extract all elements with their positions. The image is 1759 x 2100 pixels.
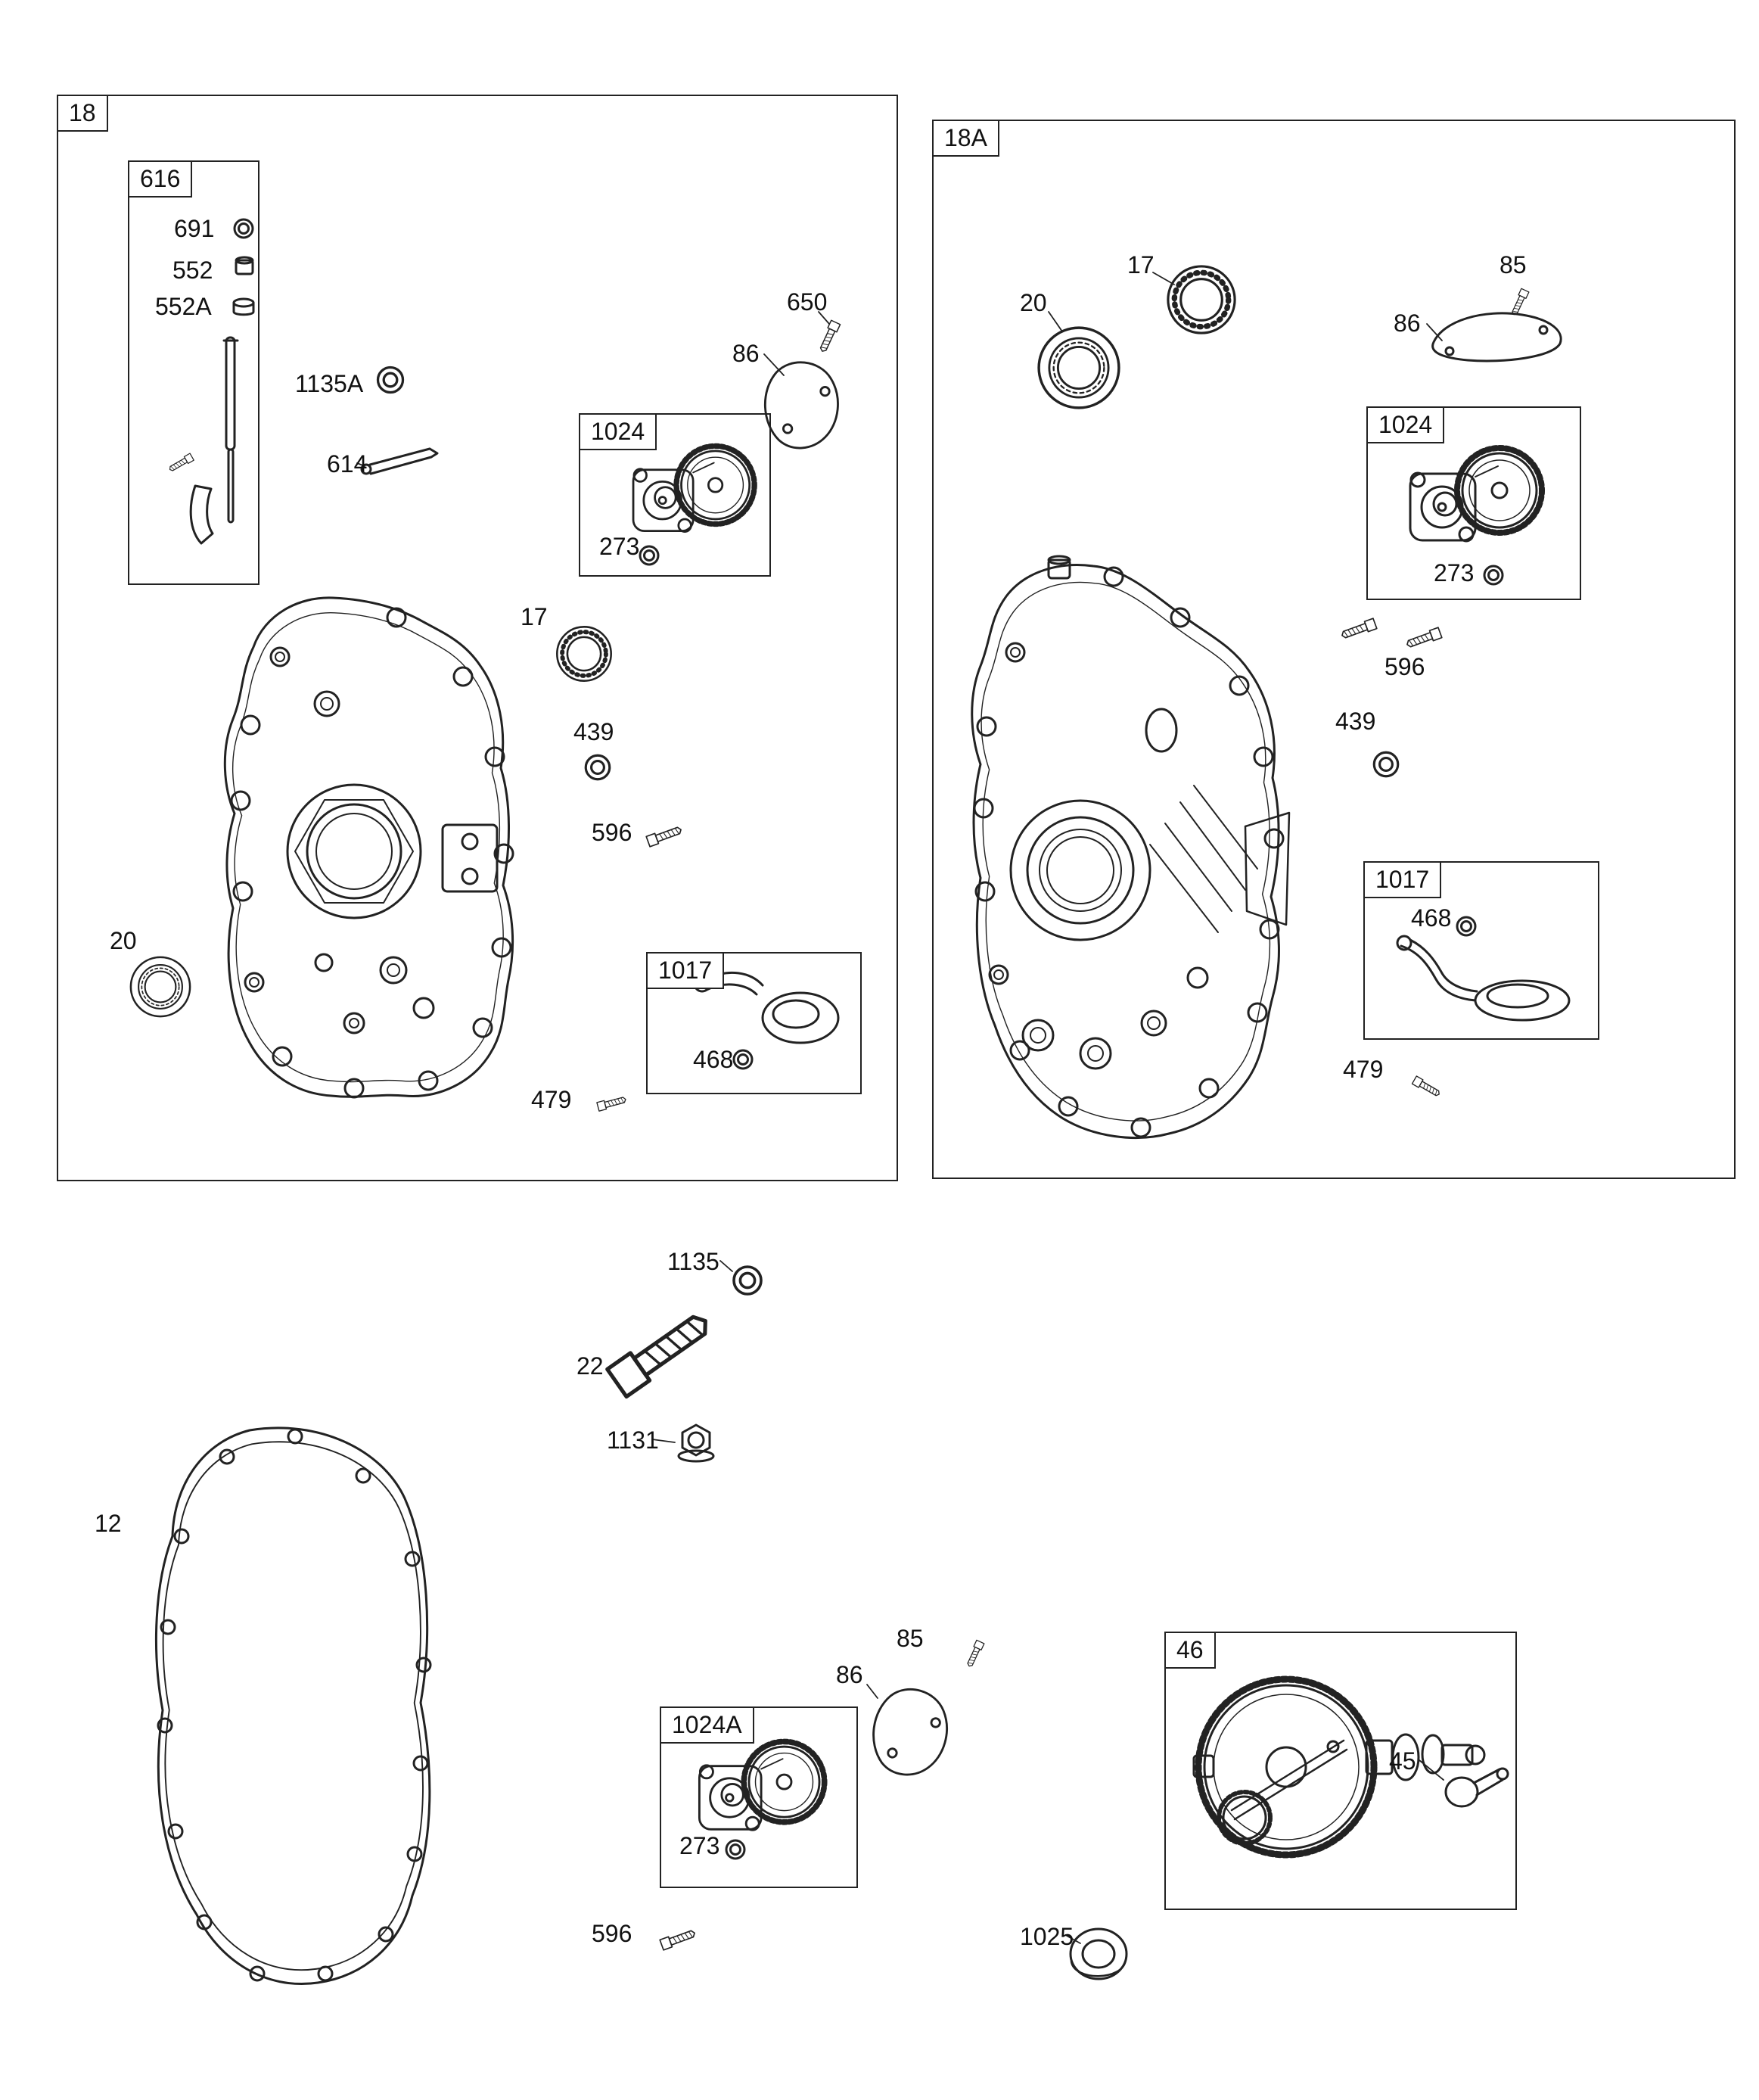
callout-12: 12 xyxy=(95,1510,122,1537)
callout-552: 552 xyxy=(172,257,213,284)
callout-86-18a: 86 xyxy=(1394,310,1421,337)
oring-273-bottom-drawing xyxy=(725,1839,746,1860)
oring-691-drawing xyxy=(233,218,254,239)
box-1024-18a-tag: 1024 xyxy=(1366,406,1445,443)
screw-85-18a-drawing xyxy=(1509,288,1530,317)
spacer-1025-drawing xyxy=(1069,1927,1128,1980)
oring-468-18a-drawing xyxy=(1456,916,1477,937)
camshaft-46-drawing xyxy=(1192,1675,1486,1859)
bearing-17-18-drawing xyxy=(557,627,611,680)
washer-439-18a-drawing xyxy=(1372,751,1400,778)
callout-86-bottom: 86 xyxy=(836,1661,863,1688)
callout-596-18: 596 xyxy=(592,819,632,846)
callout-439-18: 439 xyxy=(573,718,614,745)
section-18-tag: 18 xyxy=(57,95,108,132)
cap-552a-drawing xyxy=(232,297,255,316)
callout-22: 22 xyxy=(576,1352,604,1380)
cover-plate-86-18-drawing xyxy=(763,361,839,450)
box-46-tag: 46 xyxy=(1164,1632,1216,1669)
callout-479-18a: 479 xyxy=(1343,1056,1384,1083)
callout-17-18: 17 xyxy=(521,603,548,630)
cover-plate-86-18a-drawing xyxy=(1431,312,1562,362)
callout-1135a: 1135A xyxy=(295,370,364,397)
oring-468-18-drawing xyxy=(732,1049,754,1070)
box-1017-18-tag: 1017 xyxy=(646,952,725,989)
box-1024-18-tag: 1024 xyxy=(579,413,657,450)
section-18a-tag: 18A xyxy=(932,120,999,157)
callout-1131: 1131 xyxy=(607,1426,659,1454)
screw-650-drawing xyxy=(817,319,841,354)
bolt-479-18-drawing xyxy=(596,1094,628,1112)
bolts-596-18a-drawing xyxy=(1339,618,1443,651)
callout-273-18: 273 xyxy=(599,533,640,560)
oring-273-18a-drawing xyxy=(1483,565,1504,586)
callout-85-18a: 85 xyxy=(1500,251,1527,278)
oil-seal-20-18a-drawing xyxy=(1037,326,1120,409)
crankcase-cover-18a-drawing xyxy=(971,555,1291,1140)
washer-1135a-drawing xyxy=(376,366,405,394)
box-616-tag: 616 xyxy=(128,160,193,198)
bolt-22-drawing xyxy=(608,1307,715,1396)
oil-seal-20-18-drawing xyxy=(129,956,191,1018)
callout-614: 614 xyxy=(327,450,368,478)
callout-468-18a: 468 xyxy=(1411,904,1452,932)
tappet-45-drawing xyxy=(1444,1767,1509,1808)
bushing-552-drawing xyxy=(235,256,254,275)
gasket-12-drawing xyxy=(154,1426,432,1985)
callout-1025: 1025 xyxy=(1020,1923,1074,1950)
crankcase-cover-18-drawing xyxy=(223,596,514,1099)
callout-273-bottom: 273 xyxy=(679,1832,720,1859)
bearing-17-18a-drawing xyxy=(1168,266,1235,333)
callout-552a: 552A xyxy=(155,293,212,320)
oil-pickup-1017-18a-drawing xyxy=(1396,935,1571,1022)
callout-439-18a: 439 xyxy=(1335,708,1376,735)
box-1024a-tag: 1024A xyxy=(660,1706,754,1744)
pin-614-drawing xyxy=(360,447,439,475)
callout-468-18: 468 xyxy=(693,1046,734,1073)
washer-1135-drawing xyxy=(732,1265,763,1296)
callout-691: 691 xyxy=(174,215,215,242)
callout-17-18a: 17 xyxy=(1127,251,1155,278)
callout-596-bottom: 596 xyxy=(592,1920,632,1947)
callout-596-18a: 596 xyxy=(1385,653,1425,680)
oring-273-18-drawing xyxy=(639,545,660,566)
bolt-596-18-drawing xyxy=(645,823,684,848)
bolt-596-bottom-drawing xyxy=(659,1927,698,1951)
callout-650: 650 xyxy=(787,288,828,316)
callout-479-18: 479 xyxy=(531,1086,572,1113)
cover-plate-86-bottom-drawing xyxy=(866,1682,955,1782)
box-1017-18a-tag: 1017 xyxy=(1363,861,1442,898)
bolt-479-18a-drawing xyxy=(1411,1075,1442,1099)
leader-lines xyxy=(356,272,1444,1944)
callout-20-18: 20 xyxy=(110,927,137,954)
callout-85-bottom: 85 xyxy=(897,1625,924,1652)
nut-1131-drawing xyxy=(677,1423,715,1463)
callout-20-18a: 20 xyxy=(1020,289,1047,316)
oil-pump-1024a-drawing xyxy=(699,1741,824,1830)
callout-45: 45 xyxy=(1389,1747,1416,1775)
dipstick-616-drawing xyxy=(167,336,239,545)
callout-1135: 1135 xyxy=(667,1248,719,1275)
callout-86-18: 86 xyxy=(732,340,760,367)
oil-pump-1024-18-drawing xyxy=(633,446,754,531)
callout-273-18a: 273 xyxy=(1434,559,1475,586)
washer-439-18-drawing xyxy=(584,754,611,781)
oil-pump-1024-18a-drawing xyxy=(1410,448,1542,541)
screw-85-bottom-drawing xyxy=(965,1639,985,1669)
